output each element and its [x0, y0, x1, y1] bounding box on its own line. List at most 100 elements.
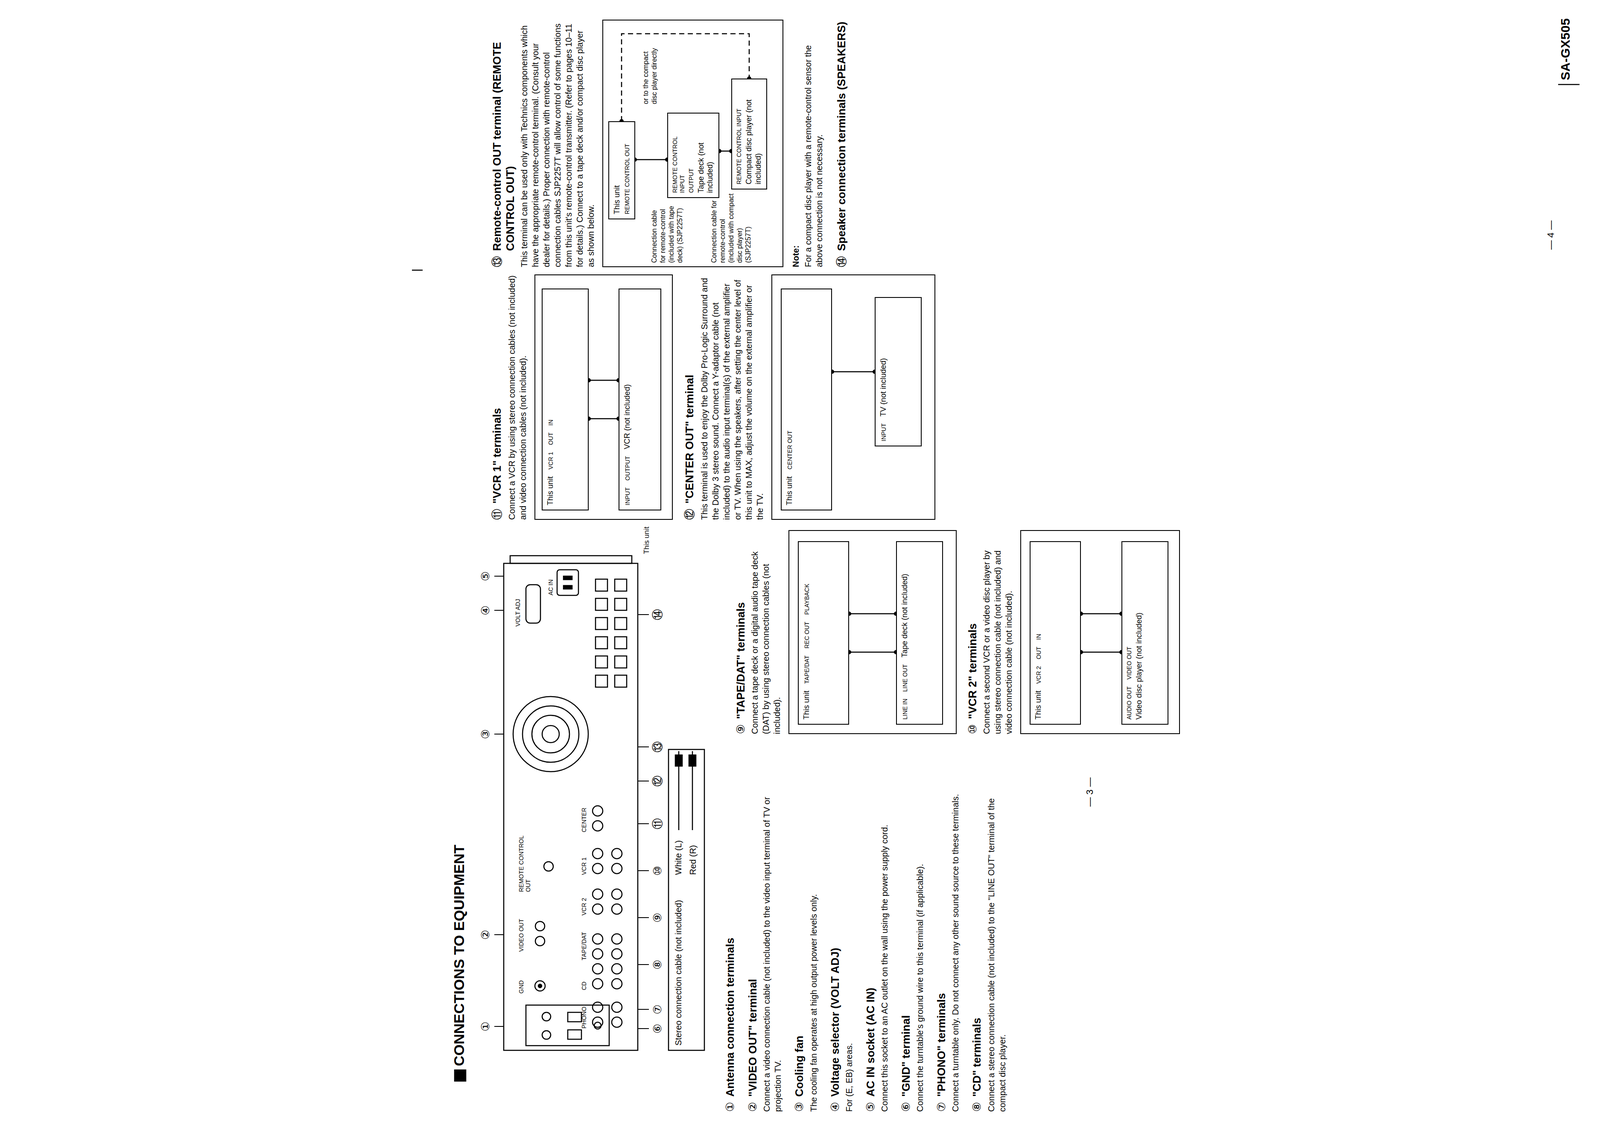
diagram-frame: Connection cable for remote-control (inc… [602, 19, 784, 268]
device-box: This unitVCR 2OUTIN [1029, 541, 1081, 725]
item-title: "VCR 1" terminals [490, 408, 504, 504]
device-box: INPUTTV (not included) [874, 297, 922, 447]
cable-sample-box [668, 749, 705, 1051]
rear-panel [595, 617, 608, 630]
jack-label: PLAYBACK [803, 583, 811, 616]
jack-label: OUTPUT [687, 168, 695, 193]
rear-panel [592, 863, 603, 874]
cable-connector [849, 651, 897, 654]
cable-connector [849, 613, 897, 615]
note-heading: Note: [791, 19, 801, 268]
device-name: Compact disc player (not included) [744, 83, 763, 185]
leader-line [494, 1026, 504, 1028]
rear-panel [592, 1017, 603, 1028]
callout-number: ⑩ [966, 724, 979, 735]
page-number: — 4 — [1545, 198, 1557, 250]
leader-line [494, 733, 504, 735]
jack-label: AUDIO OUT [1125, 686, 1133, 720]
device-box: This unitREMOTE CONTROL OUT [608, 121, 635, 220]
rear-panel [592, 934, 603, 945]
jack-label: TAPE/DAT [803, 655, 811, 684]
wire-color: White (L) [672, 832, 684, 876]
rear-panel [542, 725, 560, 743]
item-title: "CENTER OUT" terminal [683, 374, 697, 504]
device-name: This unit [802, 690, 812, 720]
callout-number: ⑪ [489, 508, 505, 520]
rear-panel [531, 715, 570, 754]
cable-note: Connection cable for remote-control (inc… [709, 192, 753, 263]
callout-number: ③ [478, 724, 492, 744]
item-heading: ⑤ AC IN socket (AC IN) [864, 770, 878, 1113]
cable-connector [832, 371, 875, 373]
device-box: This unitVCR 1OUTIN [541, 288, 589, 511]
model-bar [1558, 84, 1580, 86]
device-box: This unitCENTER OUT [780, 288, 833, 511]
rear-panel [611, 1002, 622, 1013]
page-heading: CONNECTIONS TO EQUIPMENT [450, 844, 468, 1067]
item-heading: ④Voltage selector (VOLT ADJ) [828, 770, 842, 1113]
body-text: Connect a tape deck or a digital audio t… [749, 530, 783, 735]
diagram-frame: This unitCENTER OUT INPUTTV (not included… [771, 274, 936, 520]
terminal-label: VIDEO OUT [517, 909, 525, 952]
unit-label: This unit [642, 519, 652, 555]
terminal-label: AC IN [547, 565, 555, 596]
device-name: This unit [545, 476, 556, 506]
leader-line [494, 576, 649, 1029]
rear-panel [614, 598, 627, 611]
terminal-label: VCR 1 [580, 840, 588, 876]
rear-panel [535, 936, 545, 946]
page-number: — 3 — [1084, 755, 1096, 807]
rear-panel [522, 706, 579, 763]
item-title: Cooling fan [792, 1036, 806, 1098]
rear-panel [611, 848, 622, 859]
terminal-label: REMOTE CONTROL OUT [517, 828, 532, 893]
leader-line [637, 1009, 649, 1011]
callout-number: ⑨ [651, 908, 664, 928]
terminal-label: VOLT ADJ [514, 583, 522, 627]
callout-number: ⑧ [970, 1102, 984, 1113]
rear-panel [542, 1012, 551, 1022]
item-heading: ⑥"GND" terminal [899, 770, 913, 1113]
body-text: Connect a video connection cable (not in… [761, 770, 784, 1113]
rear-panel [513, 696, 589, 772]
rear-panel [594, 1022, 602, 1030]
leader-line [637, 964, 649, 966]
terminal-label: TAPE/DAT [580, 922, 588, 961]
item-heading: ⑩"VCR 2" terminals [966, 530, 980, 735]
terminal-label: CD [580, 964, 588, 991]
cable-note: Connection cable for remote-control (inc… [650, 201, 685, 263]
jack-label: LINE IN [901, 698, 909, 720]
rear-panel [510, 555, 632, 564]
rear-panel [614, 617, 627, 630]
text-column: ①Antenna connection terminals②"VIDEO OUT… [723, 770, 1008, 1113]
rear-panel [611, 934, 622, 945]
rear-panel [614, 675, 627, 688]
item-heading: ⑫"CENTER OUT" terminal [682, 274, 698, 520]
margin-mark [411, 269, 423, 272]
cable-note: or to the compact disc player directly [641, 40, 659, 105]
cable-connector [634, 159, 668, 161]
leader-line [637, 746, 649, 748]
callout-number: ⑨ [734, 724, 748, 735]
item-heading: ⑧"CD" terminals [970, 770, 984, 1113]
model-number: SA-GX505 [1558, 3, 1573, 81]
rear-panel [611, 978, 622, 990]
callout-number: ② [478, 925, 492, 945]
rear-panel [543, 861, 554, 872]
diagram-frame: This unitVCR 2OUTINAUDIO OUTVIDEO OUTVid… [1020, 530, 1180, 735]
body-text: Connect the turntable's ground wire to t… [914, 770, 926, 1113]
jack-label: INPUT [624, 487, 632, 506]
callout-number: ③ [792, 1102, 806, 1113]
rear-panel [525, 1005, 610, 1046]
item-title: "VIDEO OUT" terminal [746, 979, 760, 1098]
wire-color: Red (R) [687, 832, 699, 876]
item-title: AC IN socket (AC IN) [864, 987, 878, 1098]
leader-line [637, 614, 649, 616]
jack-label: VCR 1 [547, 452, 555, 470]
item-title: Voltage selector (VOLT ADJ) [828, 948, 842, 1098]
callout-number: ⑪ [651, 814, 664, 834]
item-heading: ⑭Speaker connection terminals (SPEAKERS) [834, 19, 850, 268]
rear-panel [595, 675, 608, 688]
callout-number: ⑤ [864, 1102, 877, 1113]
item-title: Remote-control OUT terminal (REMOTE CONT… [490, 19, 517, 252]
